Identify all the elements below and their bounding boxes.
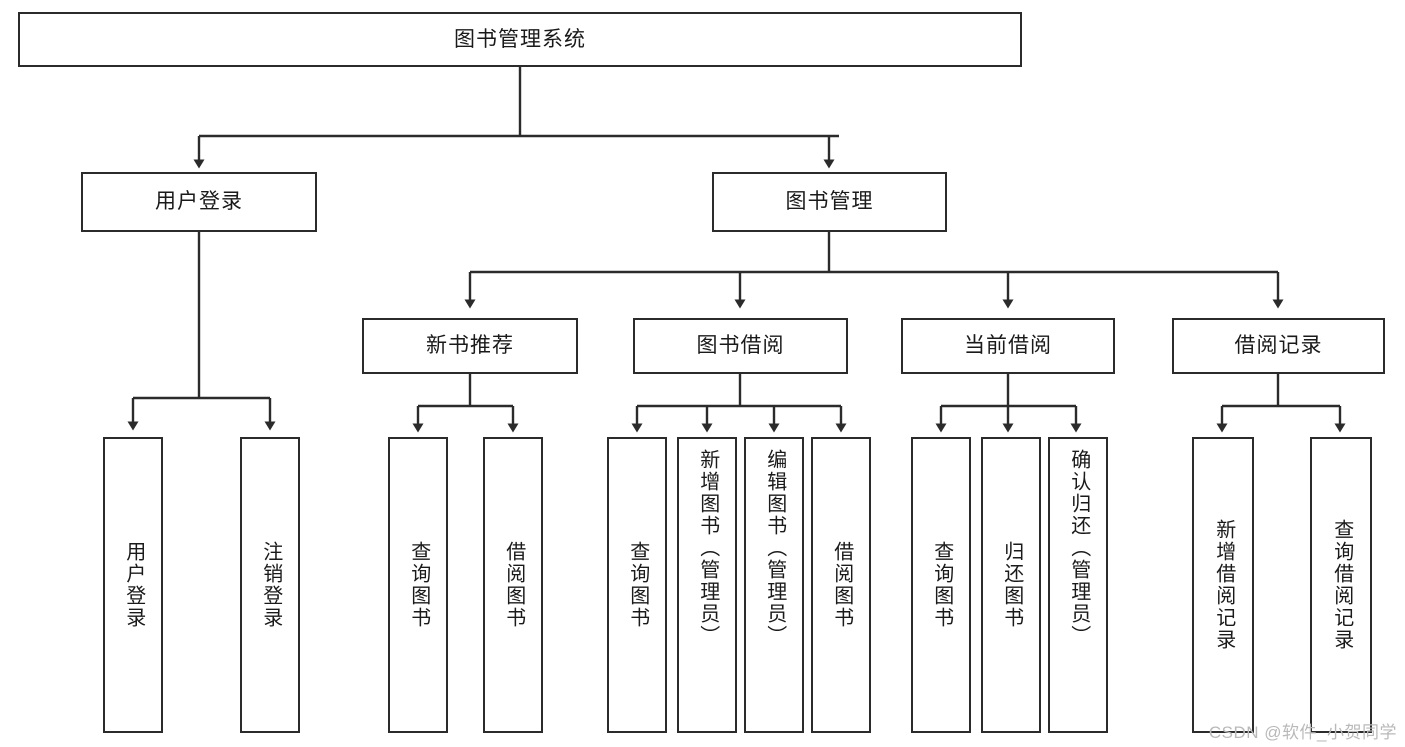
node-label: 查询图书	[626, 541, 649, 629]
node-label: 当前借阅	[964, 334, 1052, 358]
node-label: 用户登录	[155, 190, 243, 214]
node-book-borrow[interactable]: 图书借阅	[633, 318, 848, 374]
leaf-borrow-edit-book-admin[interactable]: 编辑图书（管理员）	[744, 437, 804, 733]
node-label: 查询借阅记录	[1330, 519, 1353, 651]
node-label: 借阅记录	[1234, 334, 1323, 358]
leaf-current-return-book[interactable]: 归还图书	[981, 437, 1041, 733]
node-current-borrow[interactable]: 当前借阅	[901, 318, 1115, 374]
node-label: 查询图书	[930, 541, 953, 629]
node-label: 图书管理系统	[454, 27, 586, 51]
leaf-current-confirm-return-admin[interactable]: 确认归还（管理员）	[1048, 437, 1108, 733]
node-label: 归还图书	[1000, 541, 1023, 629]
leaf-recommend-borrow-book[interactable]: 借阅图书	[483, 437, 543, 733]
node-label: 编辑图书（管理员）	[763, 449, 786, 647]
leaf-user-login-logout[interactable]: 注销登录	[240, 437, 300, 733]
leaf-record-query-record[interactable]: 查询借阅记录	[1310, 437, 1372, 733]
leaf-borrow-query-book[interactable]: 查询图书	[607, 437, 667, 733]
node-label: 注销登录	[259, 541, 282, 629]
node-new-book-recommend[interactable]: 新书推荐	[362, 318, 578, 374]
leaf-recommend-query-book[interactable]: 查询图书	[388, 437, 448, 733]
node-book-management[interactable]: 图书管理	[712, 172, 947, 232]
node-label: 借阅图书	[830, 541, 853, 629]
node-label: 查询图书	[407, 541, 430, 629]
node-label: 用户登录	[122, 541, 145, 629]
node-label: 图书借阅	[696, 334, 785, 358]
node-label: 图书管理	[785, 190, 874, 214]
leaf-user-login-login[interactable]: 用户登录	[103, 437, 163, 733]
leaf-borrow-add-book-admin[interactable]: 新增图书（管理员）	[677, 437, 737, 733]
node-label: 借阅图书	[502, 541, 525, 629]
node-root-system[interactable]: 图书管理系统	[18, 12, 1022, 67]
node-borrow-record[interactable]: 借阅记录	[1172, 318, 1385, 374]
leaf-record-add-record[interactable]: 新增借阅记录	[1192, 437, 1254, 733]
leaf-current-query-book[interactable]: 查询图书	[911, 437, 971, 733]
node-label: 确认归还（管理员）	[1067, 449, 1090, 647]
csdn-watermark: CSDN @软件_小贺同学	[1208, 723, 1397, 742]
node-label: 新增图书（管理员）	[696, 449, 719, 647]
node-user-login[interactable]: 用户登录	[81, 172, 317, 232]
node-label: 新书推荐	[426, 334, 514, 358]
leaf-borrow-borrow-book[interactable]: 借阅图书	[811, 437, 871, 733]
node-label: 新增借阅记录	[1212, 519, 1235, 651]
